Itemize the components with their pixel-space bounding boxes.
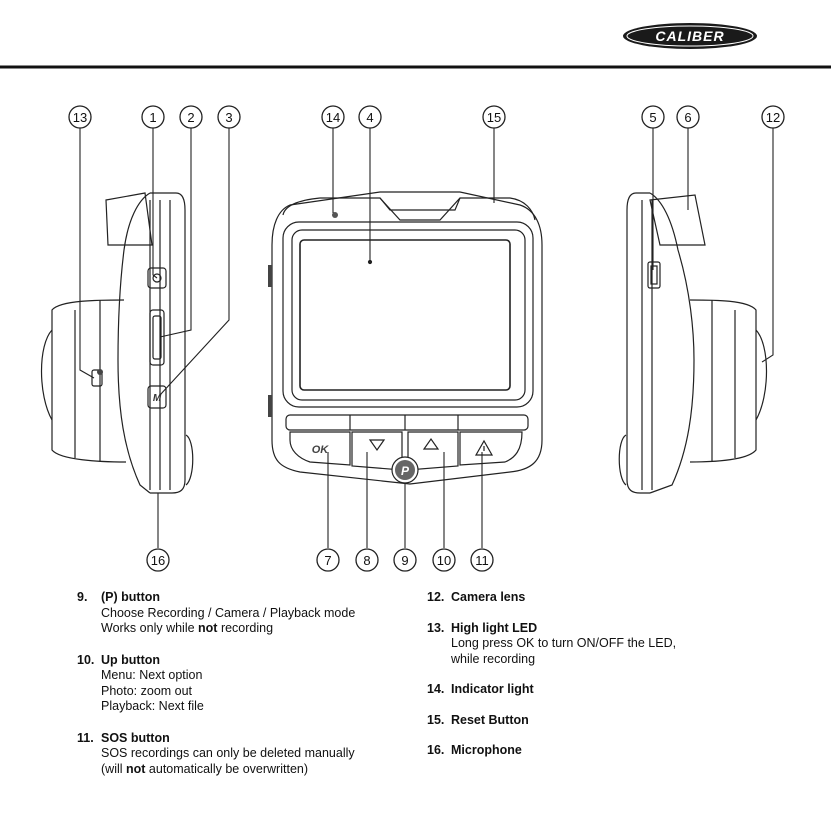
callout-6: 6 [676, 105, 700, 129]
callout-15: 15 [482, 105, 506, 129]
legend-title: High light LED [451, 620, 538, 635]
legend-number: 13. [427, 620, 445, 635]
legend-number: 16. [427, 743, 445, 757]
svg-text:14: 14 [326, 110, 340, 125]
callout-1: 1 [141, 105, 165, 129]
callout-11: 11 [470, 548, 494, 572]
legend-item-15: 15. Reset Button [427, 713, 757, 729]
svg-text:10: 10 [437, 553, 451, 568]
legend-item-12: 12. Camera lens [427, 590, 757, 606]
svg-text:11: 11 [475, 553, 489, 568]
svg-text:15: 15 [487, 110, 501, 125]
legend-left: 9. (P) button Choose Recording / Camera /… [77, 590, 407, 777]
svg-text:4: 4 [366, 110, 373, 125]
callout-9: 9 [393, 548, 417, 572]
svg-text:OK: OK [312, 444, 330, 456]
svg-text:8: 8 [363, 553, 370, 568]
svg-text:16: 16 [151, 553, 165, 568]
legend-title: Reset Button [451, 712, 529, 727]
svg-text:13: 13 [73, 110, 87, 125]
legend-item-13: 13. High light LED Long press OK to turn … [427, 621, 757, 668]
legend-number: 9. [77, 590, 88, 604]
right-side-view [618, 192, 768, 494]
legend-number: 11. [77, 730, 94, 745]
callout-5: 5 [641, 105, 665, 129]
callout-10: 10 [432, 548, 456, 572]
caliber-logo: CALIBER [623, 23, 757, 49]
legend-description-line: Long press OK to turn ON/OFF the LED, [451, 636, 677, 650]
legend-title: Indicator light [451, 682, 534, 696]
svg-text:2: 2 [187, 110, 194, 125]
svg-text:P: P [401, 464, 410, 478]
callout-14: 14 [321, 105, 345, 129]
legend-description-line: (will not automatically be overwritten) [101, 761, 309, 776]
legend-description-line: SOS recordings can only be deleted manua… [101, 746, 355, 760]
legend-description-line: Photo: zoom out [101, 683, 193, 698]
svg-text:6: 6 [684, 110, 691, 125]
legend-title: Up button [101, 652, 161, 667]
legend-description-line: Choose Recording / Camera / Playback mod… [101, 605, 356, 620]
legend-item-14: 14. Indicator light [427, 682, 757, 698]
svg-text:3: 3 [225, 110, 232, 125]
callout-7: 7 [316, 548, 340, 572]
legend-number: 12. [427, 590, 445, 604]
legend-description-line: Menu: Next option [101, 668, 203, 682]
legend-title: SOS button [101, 730, 170, 745]
legend-number: 14. [427, 682, 445, 696]
callout-2: 2 [179, 105, 203, 129]
svg-text:1: 1 [149, 110, 156, 125]
legend-title: (P) button [101, 590, 161, 604]
legend-item-9: 9. (P) button Choose Recording / Camera /… [77, 590, 407, 637]
legend-number: 10. [77, 652, 95, 667]
front-view: OK P [268, 191, 543, 485]
callout-13: 13 [68, 105, 92, 129]
svg-text:9: 9 [401, 553, 408, 568]
legend-item-11: 11. SOS button SOS recordings can only be… [77, 731, 407, 778]
callout-4: 4 [358, 105, 382, 129]
svg-text:7: 7 [324, 553, 331, 568]
legend-title: Microphone [451, 743, 522, 757]
svg-text:5: 5 [649, 110, 656, 125]
leader-lines [79, 128, 774, 548]
callout-8: 8 [355, 548, 379, 572]
legend-title: Camera lens [451, 590, 526, 604]
svg-text:M: M [153, 393, 162, 404]
legend-description-line: Playback: Next file [101, 699, 204, 713]
svg-text:CALIBER: CALIBER [655, 28, 724, 44]
legend-right: 12. Camera lens 13. High light LED Long pr… [427, 590, 757, 759]
legend-item-16: 16. Microphone [427, 743, 757, 759]
legend-item-10: 10. Up button Menu: Next option Photo: zo… [77, 653, 407, 715]
legend-description-line: while recording [451, 651, 536, 666]
legend-description-line: Works only while not recording [101, 621, 274, 635]
legend-number: 15. [427, 712, 445, 727]
svg-text:12: 12 [766, 110, 780, 125]
callout-12: 12 [761, 105, 785, 129]
callout-16: 16 [146, 548, 170, 572]
callout-3: 3 [217, 105, 241, 129]
left-side-view: M [40, 192, 194, 494]
